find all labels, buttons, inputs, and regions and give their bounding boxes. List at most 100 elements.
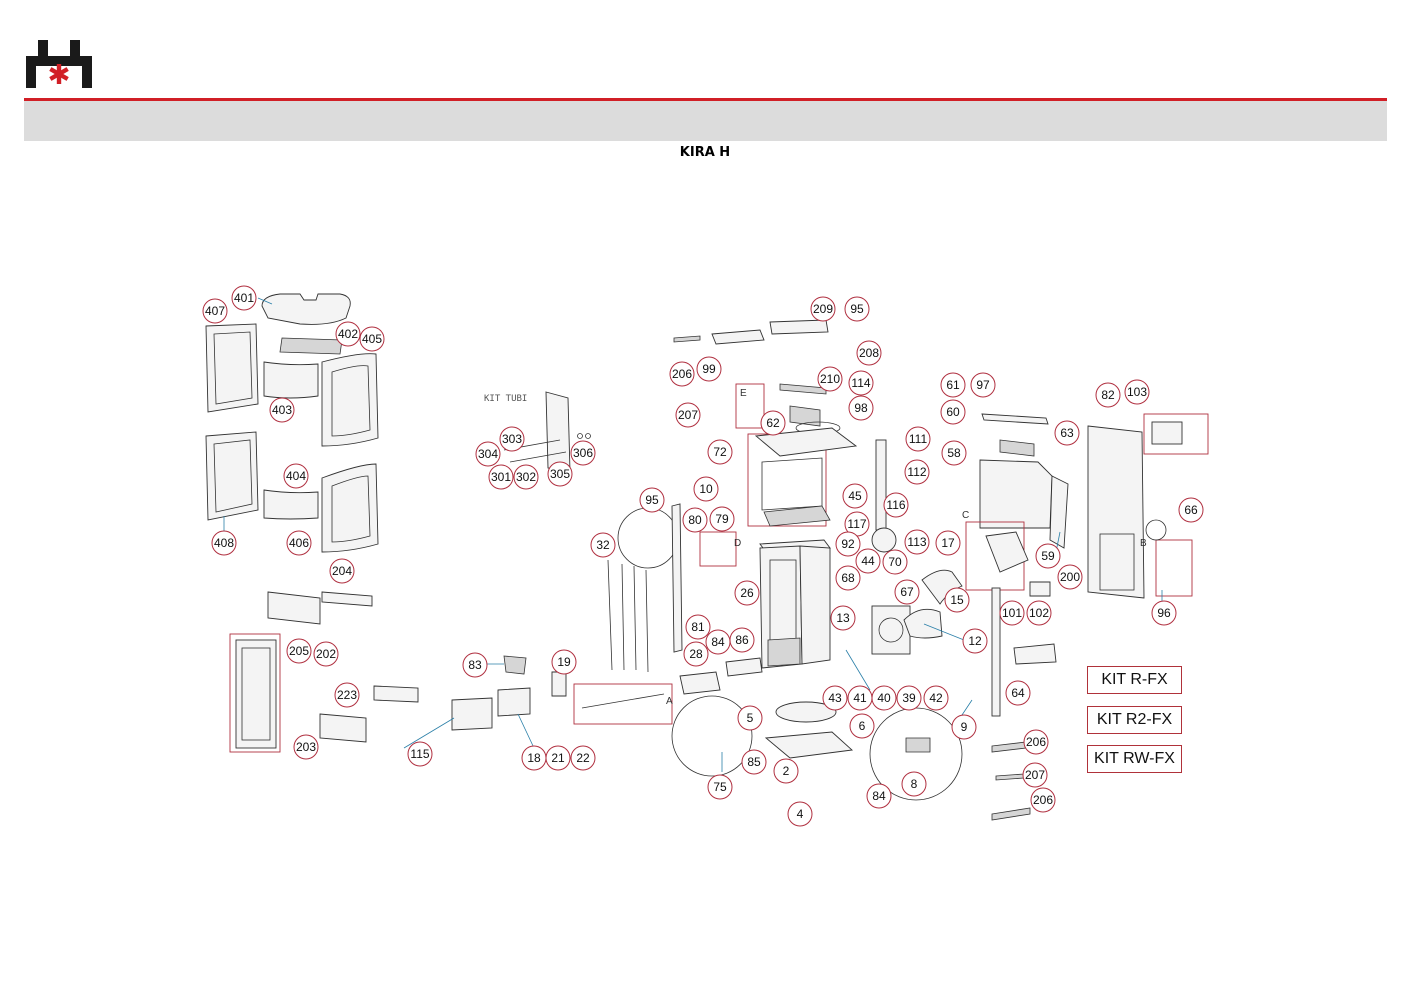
svg-text:B: B xyxy=(1140,538,1147,549)
callout-28: 28 xyxy=(683,641,709,667)
callout-label: 98 xyxy=(854,401,868,415)
svg-text:A: A xyxy=(666,696,673,707)
callout-label: 402 xyxy=(338,327,358,341)
callout-405: 405 xyxy=(359,326,385,352)
callout-label: 115 xyxy=(410,747,429,761)
callout-label: 62 xyxy=(766,416,780,430)
callout-label: 72 xyxy=(713,445,727,459)
callout-301: 301 xyxy=(488,464,514,490)
callout-97: 97 xyxy=(970,372,996,398)
callout-115: 115 xyxy=(407,741,433,767)
callout-label: 9 xyxy=(961,720,968,734)
callout-label: 4 xyxy=(797,807,804,821)
callout-label: 86 xyxy=(735,633,749,647)
page-title: KIRA H xyxy=(679,145,731,160)
callout-6: 6 xyxy=(849,713,875,739)
callout-99: 99 xyxy=(696,356,722,382)
detail-letters: A E C D B xyxy=(666,388,1147,707)
callout-79: 79 xyxy=(709,506,735,532)
callout-label: 303 xyxy=(502,432,522,446)
callout-101: 101 xyxy=(999,600,1025,626)
callout-label: 21 xyxy=(551,751,565,765)
callout-label: 408 xyxy=(214,536,234,550)
callout-label: 84 xyxy=(872,789,886,803)
callout-label: 79 xyxy=(715,512,729,526)
callout-206: 206 xyxy=(669,361,695,387)
callout-70: 70 xyxy=(882,549,908,575)
callout-label: 58 xyxy=(947,446,961,460)
callout-5: 5 xyxy=(737,705,763,731)
stove-body xyxy=(451,319,963,801)
callout-label: 17 xyxy=(941,536,955,550)
callout-label: 304 xyxy=(478,447,498,461)
callout-label: 70 xyxy=(888,555,902,569)
callout-label: 305 xyxy=(550,467,570,481)
callout-10: 10 xyxy=(693,476,719,502)
callout-label: 205 xyxy=(289,644,309,658)
svg-text:E: E xyxy=(740,388,747,399)
callout-label: 306 xyxy=(573,446,593,460)
callout-label: 103 xyxy=(1127,385,1147,399)
callout-66: 66 xyxy=(1178,497,1204,523)
callout-206: 206 xyxy=(1023,729,1049,755)
callout-label: 202 xyxy=(316,647,336,661)
callout-label: 97 xyxy=(976,378,990,392)
callout-label: 84 xyxy=(711,635,725,649)
callout-label: 82 xyxy=(1101,388,1115,402)
callout-label: 99 xyxy=(702,362,716,376)
callout-111: 111 xyxy=(905,426,931,452)
callout-39: 39 xyxy=(896,685,922,711)
callout-label: 41 xyxy=(853,691,867,705)
callout-407: 407 xyxy=(202,298,228,324)
callout-103: 103 xyxy=(1124,379,1150,405)
callout-label: 102 xyxy=(1029,606,1049,620)
callout-207: 207 xyxy=(675,402,701,428)
callout-114: 114 xyxy=(848,370,874,396)
callout-label: 80 xyxy=(688,513,702,527)
callout-59: 59 xyxy=(1035,543,1061,569)
callout-207: 207 xyxy=(1022,762,1048,788)
callout-label: 40 xyxy=(877,691,891,705)
callout-label: 210 xyxy=(820,372,840,386)
callout-60: 60 xyxy=(940,399,966,425)
callout-label: 95 xyxy=(645,493,659,507)
svg-text:C: C xyxy=(962,510,969,521)
callout-42: 42 xyxy=(923,685,949,711)
callout-label: 67 xyxy=(900,585,914,599)
callout-206: 206 xyxy=(1030,787,1056,813)
callout-label: 28 xyxy=(689,647,703,661)
callout-15: 15 xyxy=(944,587,970,613)
callout-26: 26 xyxy=(734,580,760,606)
callout-304: 304 xyxy=(475,441,501,467)
callout-label: 204 xyxy=(332,564,352,578)
callout-label: 206 xyxy=(1033,793,1053,807)
callout-19: 19 xyxy=(551,649,577,675)
callout-label: 112 xyxy=(907,465,926,479)
kit-r2-fx-label: KIT R2-FX xyxy=(1087,706,1182,734)
callout-404: 404 xyxy=(283,463,309,489)
callout-label: 404 xyxy=(286,469,306,483)
callout-label: 407 xyxy=(205,304,225,318)
callout-204: 204 xyxy=(329,558,355,584)
callout-label: 206 xyxy=(1026,735,1046,749)
callout-40: 40 xyxy=(871,685,897,711)
callout-label: 403 xyxy=(272,403,292,417)
callout-92: 92 xyxy=(835,531,861,557)
callout-208: 208 xyxy=(856,340,882,366)
callout-17: 17 xyxy=(935,530,961,556)
callout-label: 208 xyxy=(859,346,879,360)
callout-label: 209 xyxy=(813,302,833,316)
callout-408: 408 xyxy=(211,530,237,556)
header-bar xyxy=(24,101,1387,141)
callout-label: 101 xyxy=(1002,606,1022,620)
callout-label: 206 xyxy=(672,367,692,381)
callout-403: 403 xyxy=(269,397,295,423)
callout-210: 210 xyxy=(817,366,843,392)
callout-96: 96 xyxy=(1151,600,1177,626)
brand-logo-icon xyxy=(26,40,92,88)
callout-label: 81 xyxy=(691,620,705,634)
callout-63: 63 xyxy=(1054,420,1080,446)
callout-label: 85 xyxy=(747,755,761,769)
callout-113: 113 xyxy=(904,529,930,555)
callout-label: 301 xyxy=(491,470,511,484)
